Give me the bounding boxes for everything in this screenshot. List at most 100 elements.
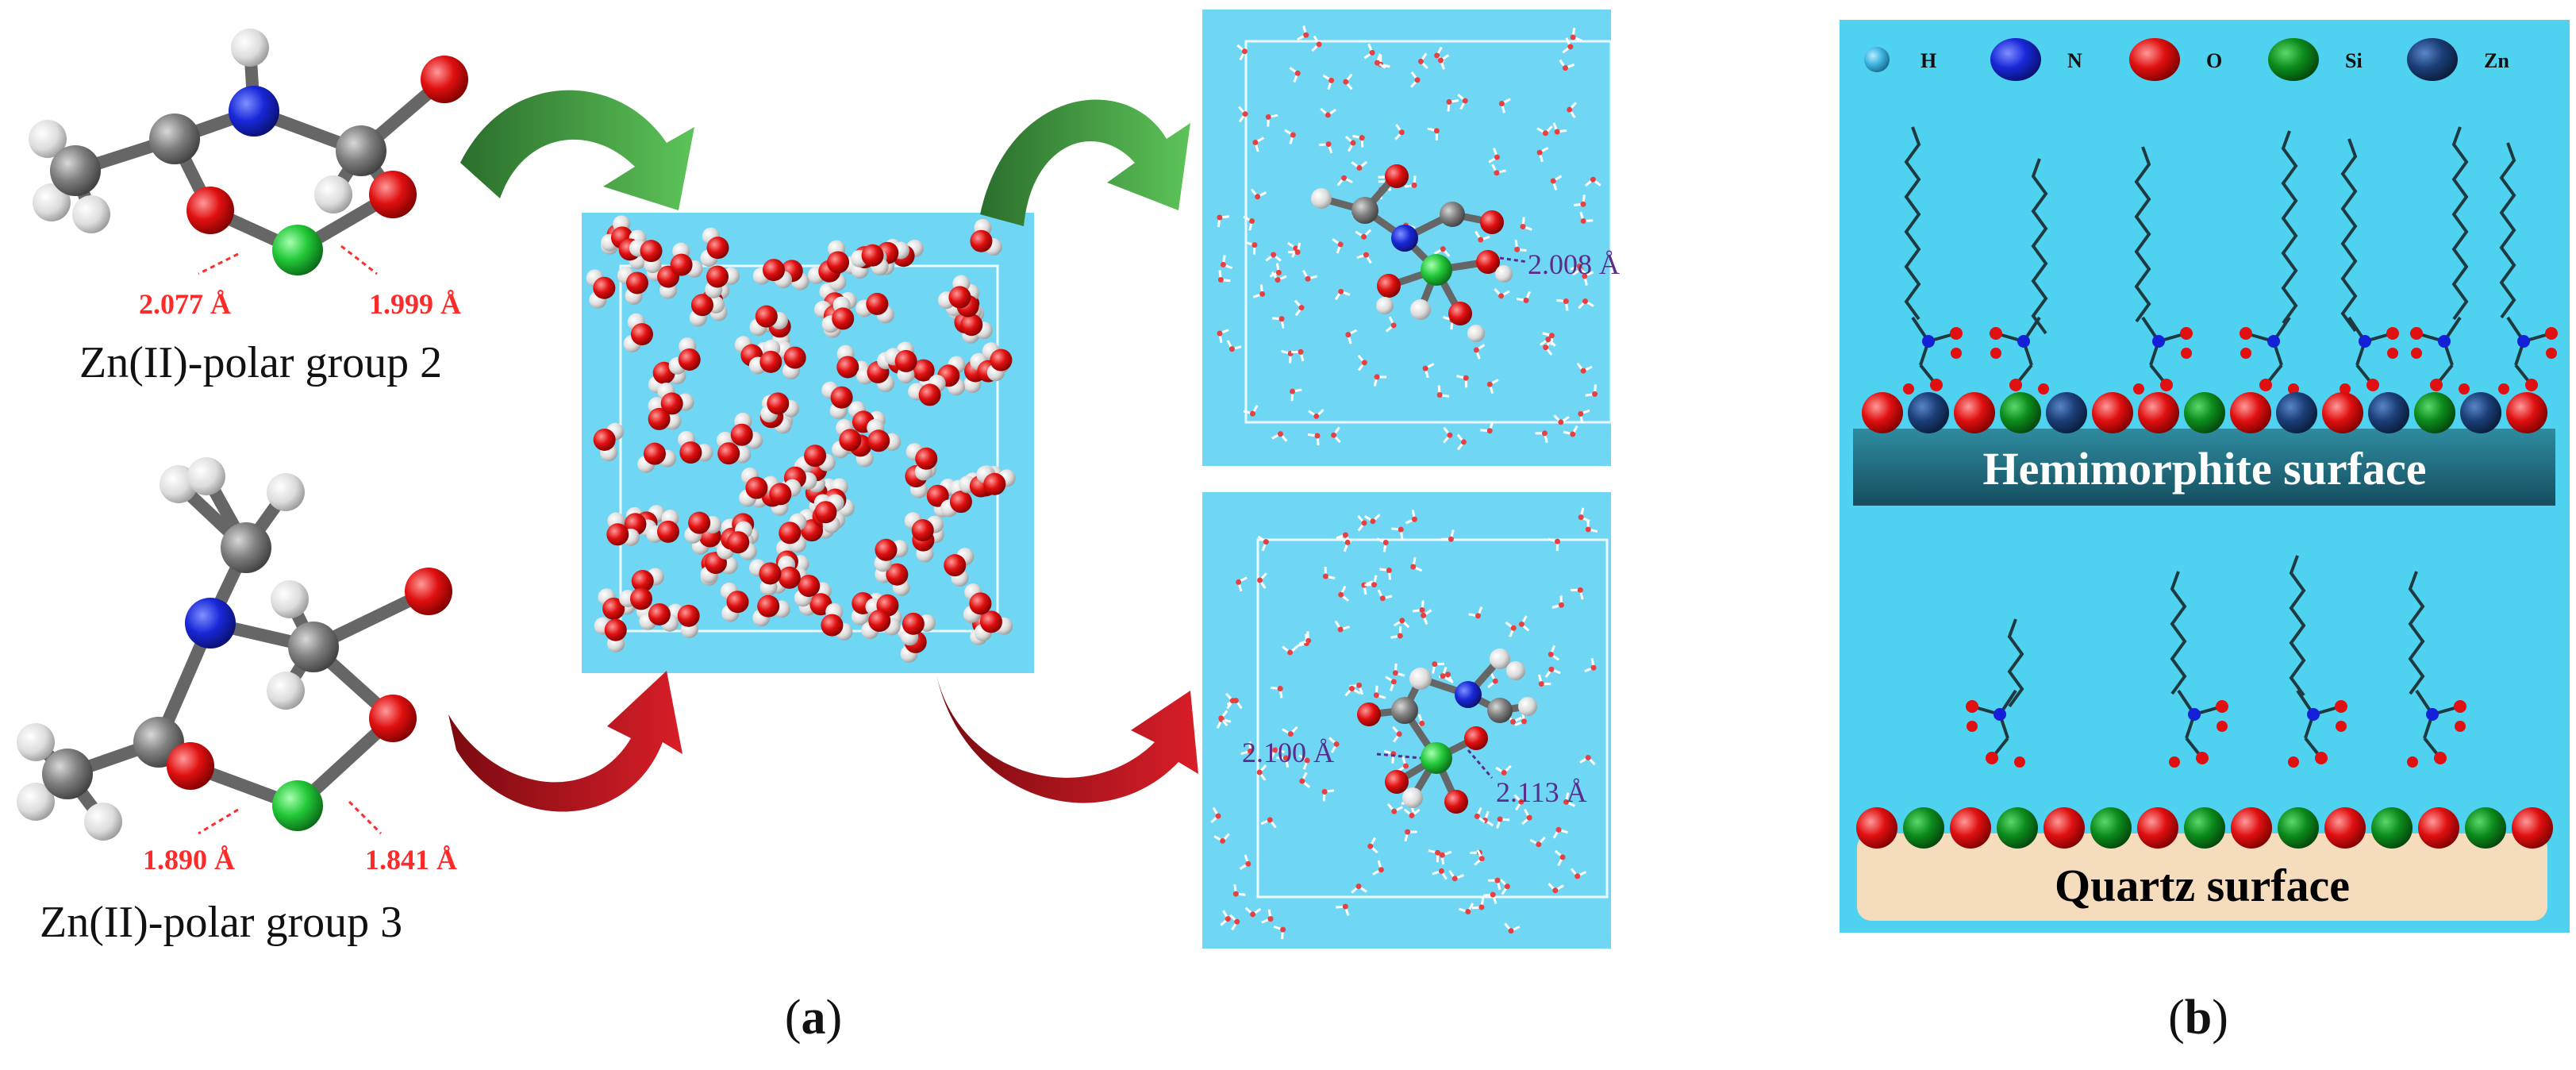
water-stick xyxy=(1270,747,1285,760)
surface-atom-o xyxy=(2230,392,2271,433)
water-stick xyxy=(1271,431,1288,442)
surface-atom-zn xyxy=(2046,392,2087,433)
water-stick xyxy=(1336,175,1353,187)
water-stick xyxy=(1548,645,1559,661)
water-stick xyxy=(1559,59,1575,71)
water-stick xyxy=(1336,903,1350,916)
water-stick xyxy=(1486,379,1499,395)
water-stick xyxy=(1552,826,1568,839)
legend-item-zn: Zn xyxy=(2407,38,2509,81)
surface-atom-o xyxy=(1954,392,1995,433)
water-molecule xyxy=(856,360,895,392)
water-stick xyxy=(1457,93,1468,110)
water-stick xyxy=(1318,141,1333,154)
legend-label: N xyxy=(2067,49,2082,72)
water-stick xyxy=(1456,375,1469,388)
water-stick xyxy=(1552,122,1567,135)
surface-atom-si xyxy=(2371,807,2413,849)
legend-swatch xyxy=(1990,38,2041,81)
water-molecule xyxy=(623,313,653,352)
water-molecule xyxy=(808,260,847,291)
panel-a-letter: a xyxy=(802,991,826,1045)
water-stick xyxy=(1243,215,1255,231)
water-stick xyxy=(1363,43,1375,60)
water-stick xyxy=(1456,433,1467,451)
water-stick xyxy=(1297,25,1309,40)
water-stick xyxy=(1570,27,1582,42)
collector-molecule xyxy=(2169,571,2228,768)
water-stick xyxy=(1505,622,1517,637)
legend-swatch xyxy=(2268,38,2319,81)
water-molecule xyxy=(867,418,902,452)
water-stick xyxy=(1473,344,1486,360)
surface-atom-si xyxy=(2000,392,2041,433)
water-stick xyxy=(1474,230,1490,243)
water-stick xyxy=(1320,107,1337,118)
collector-molecule xyxy=(1990,158,2049,395)
water-molecule xyxy=(884,348,917,383)
water-stick xyxy=(1374,53,1386,69)
legend-item-o: O xyxy=(2129,38,2222,81)
water-stick xyxy=(1344,686,1361,697)
water-stick xyxy=(1421,609,1432,625)
water-stick xyxy=(1351,883,1367,894)
surface-atom-o xyxy=(2322,392,2363,433)
water-stick xyxy=(1563,792,1576,807)
surface-atom-si xyxy=(2465,807,2506,849)
top-right-complex xyxy=(1311,164,1528,342)
water-stick xyxy=(1265,114,1278,127)
water-stick xyxy=(1390,625,1403,639)
collector-molecule xyxy=(2133,146,2193,395)
quartz-surface-atoms xyxy=(1856,807,2553,849)
water-stick xyxy=(1495,764,1512,776)
top-right-distance: 2.008 Å xyxy=(1528,248,1620,280)
quartz-collector-chains xyxy=(1966,555,2466,768)
water-molecule xyxy=(657,383,694,415)
bottom-right-complex xyxy=(1357,649,1537,814)
water-stick xyxy=(1363,514,1381,525)
water-stick xyxy=(1226,340,1242,352)
water-stick xyxy=(1417,52,1428,70)
water-molecule xyxy=(678,430,713,464)
water-molecule xyxy=(974,610,1013,641)
green-arrow-2 xyxy=(980,99,1190,226)
water-stick xyxy=(1585,519,1598,533)
water-stick xyxy=(1578,298,1594,310)
water-stick xyxy=(1518,615,1530,632)
mol2-distance-right: 1.999 Å xyxy=(369,288,461,320)
water-stick xyxy=(1540,337,1556,347)
hemimorphite-collector-chains xyxy=(1903,126,2558,395)
water-stick xyxy=(1210,806,1221,824)
collector-molecule xyxy=(2410,126,2470,395)
water-molecule xyxy=(982,342,1013,382)
surface-atom-si xyxy=(2414,392,2455,433)
legend-label: O xyxy=(2206,49,2222,72)
water-stick xyxy=(1536,125,1553,137)
water-stick xyxy=(1345,135,1356,152)
quartz-label: Quartz surface xyxy=(2055,860,2350,911)
water-stick xyxy=(1243,404,1259,417)
surface-atom-o xyxy=(2512,807,2553,849)
water-stick xyxy=(1488,148,1500,164)
water-stick xyxy=(1403,808,1421,818)
top-right-box-frame xyxy=(1244,40,1613,424)
water-stick xyxy=(1439,850,1452,865)
water-molecule xyxy=(629,239,663,274)
water-molecule xyxy=(963,583,992,623)
water-stick xyxy=(1339,536,1351,552)
water-molecule xyxy=(937,275,971,310)
surface-atom-o xyxy=(2506,392,2547,433)
water-stick xyxy=(1308,409,1325,419)
water-stick xyxy=(1373,685,1386,699)
water-molecule xyxy=(790,568,821,607)
water-stick xyxy=(1217,214,1230,228)
water-molecule xyxy=(752,259,793,289)
water-stick xyxy=(1343,73,1353,90)
green-arrow-1 xyxy=(460,90,694,210)
surface-atom-o xyxy=(2231,807,2272,849)
water-molecule xyxy=(779,513,807,553)
surface-atom-si xyxy=(2184,807,2225,849)
water-stick xyxy=(1412,600,1425,613)
